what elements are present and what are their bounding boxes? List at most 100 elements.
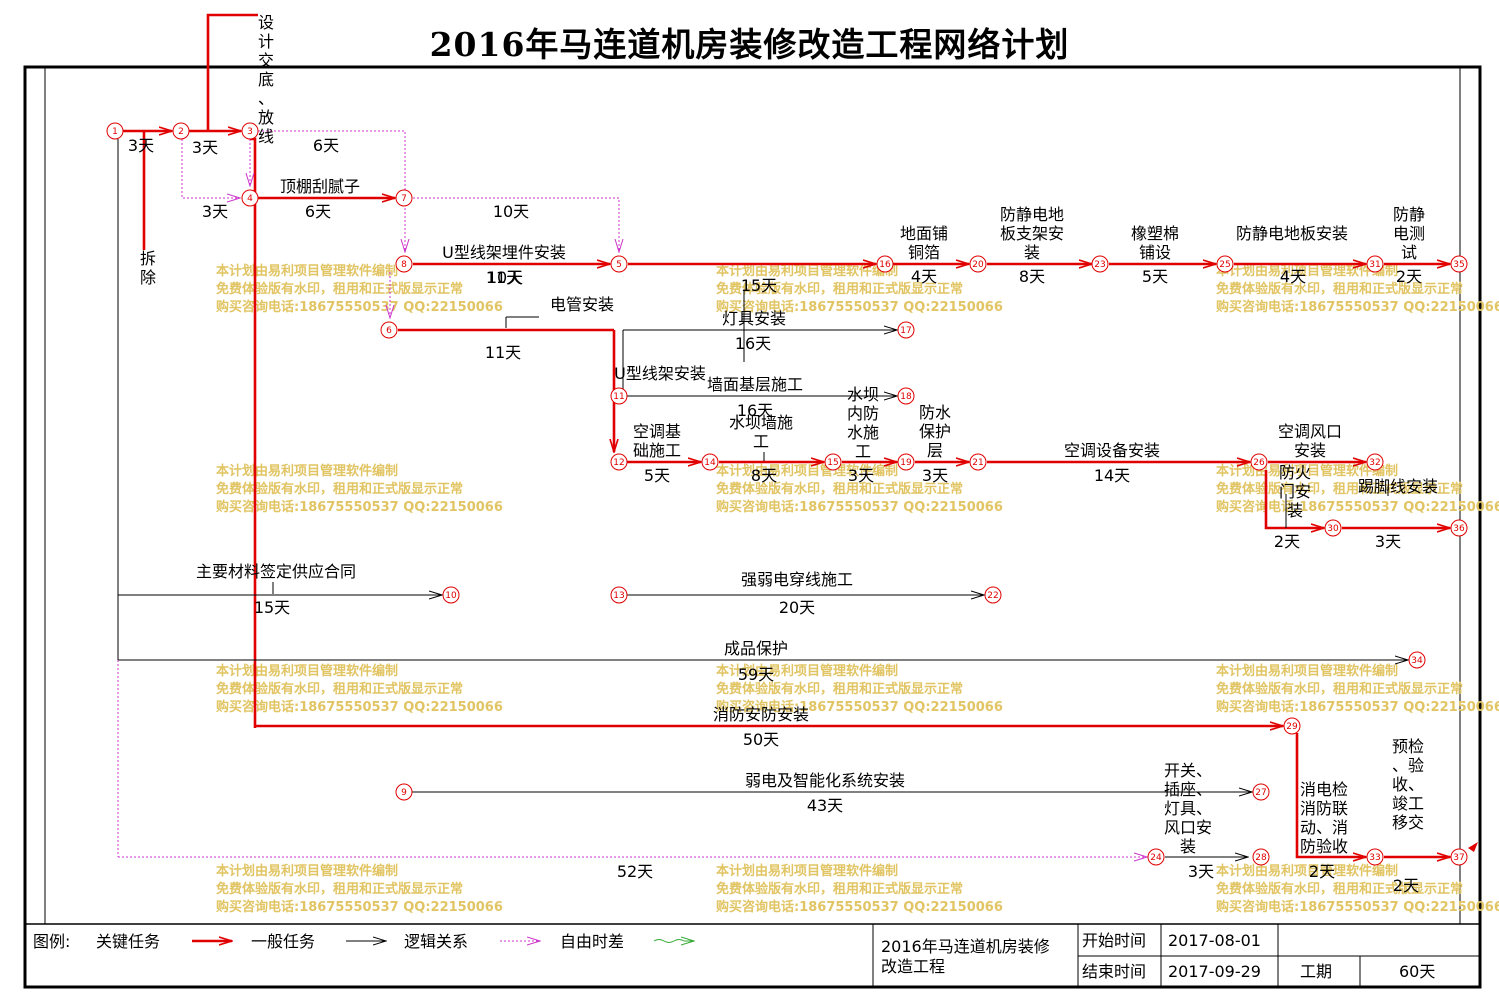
dur-ac-base: 5天 [644, 466, 670, 485]
node-35 [1450, 255, 1468, 273]
watermark-block: 本计划由易利项目管理软件编制免费体验版有水印，租用和正式版显示正常购买咨询电话:… [216, 663, 503, 715]
node-1 [106, 122, 124, 140]
watermark-block: 本计划由易利项目管理软件编制免费体验版有水印，租用和正式版显示正常购买咨询电话:… [716, 863, 1003, 915]
dur-anti-floor: 4天 [1280, 267, 1306, 286]
task-conduit: 电管安装 [550, 295, 614, 314]
node-37 [1450, 848, 1468, 866]
task-u-frame: U型线架安装 [614, 364, 706, 383]
node-label-14: 14 [704, 458, 716, 468]
node-30 [1324, 519, 1342, 537]
task-u-embed: U型线架埋件安装 [442, 243, 566, 262]
dur-wall-base: 16天 [737, 401, 773, 420]
node-label-9: 9 [401, 788, 407, 798]
node-label-11: 11 [613, 392, 624, 402]
page-title: 2016年马连道机房装修改造工程网络计划 [429, 25, 1070, 64]
dur-dam-water: 3天 [848, 466, 874, 485]
legend-normal: 一般任务 [251, 932, 315, 951]
watermark: 本计划由易利项目管理软件编制免费体验版有水印，租用和正式版显示正常购买咨询电话:… [216, 263, 1499, 915]
node-label-29: 29 [1286, 722, 1298, 732]
dur-switches: 3天 [1188, 862, 1214, 881]
dur-anti-bracket: 8天 [1019, 267, 1045, 286]
node-label-23: 23 [1094, 260, 1105, 270]
task-wall-base: 墙面基层施工 [707, 375, 803, 394]
dur-handover: 2天 [1393, 876, 1419, 895]
node-label-34: 34 [1411, 656, 1423, 666]
dur-3-4: 3天 [202, 202, 228, 221]
node-label-5: 5 [616, 260, 622, 270]
node-label-28: 28 [1255, 853, 1267, 863]
end-label: 结束时间 [1082, 962, 1146, 981]
node-23 [1091, 255, 1109, 273]
node-label-24: 24 [1150, 853, 1162, 863]
duration-label: 工期 [1300, 962, 1332, 981]
task-labels: 3天 3天 6天 3天 顶棚刮腻子 6天 10天 U型线架埋件安装 11天 电管… [128, 136, 1422, 895]
node-9 [395, 783, 413, 801]
critical-path [123, 13, 1450, 857]
node-label-12: 12 [613, 458, 624, 468]
task-skirting: 踢脚线安装 [1358, 477, 1438, 496]
node-label-35: 35 [1453, 260, 1464, 270]
task-fire-sec: 消防安防安装 [713, 705, 809, 724]
node-36 [1450, 519, 1468, 537]
node-label-20: 20 [972, 260, 984, 270]
dur-slack-7: 10天 [493, 202, 529, 221]
node-32 [1366, 453, 1384, 471]
free-slack [117, 130, 1147, 857]
dur-floor-foil: 4天 [911, 267, 937, 286]
node-16 [876, 255, 894, 273]
dur-weak-sys: 43天 [807, 796, 843, 815]
node-7 [395, 189, 413, 207]
task-fire-check: 消电检消防联动、消防验收 [1300, 780, 1348, 856]
task-anti-test: 防静电测试 [1393, 205, 1425, 262]
task-handover: 预检、验收、竣工移交 [1392, 737, 1424, 832]
task-u-embed-dur2: 10天 [487, 268, 523, 287]
end-value: 2017-09-29 [1168, 962, 1261, 981]
task-wiring: 强弱电穿线施工 [741, 570, 853, 589]
node-label-31: 31 [1369, 260, 1380, 270]
task-demolish: 拆除 [140, 249, 156, 287]
task-design-label: 设计交底、放线 [258, 13, 274, 146]
project-name-line2: 改造工程 [881, 957, 945, 976]
node-22 [984, 586, 1002, 604]
info-box [872, 924, 1480, 987]
normal-tasks [117, 139, 1408, 857]
task-ceiling: 顶棚刮腻子 [280, 177, 360, 196]
node-label-8: 8 [401, 260, 407, 270]
legend-slack: 自由时差 [560, 932, 624, 951]
node-10 [442, 586, 460, 604]
task-anti-floor: 防静电地板安装 [1236, 224, 1348, 243]
task-dam-wall: 水坝墙施工 [729, 413, 793, 451]
node-8 [395, 255, 413, 273]
node-label-6: 6 [386, 326, 392, 336]
task-switches: 开关、插座、灯具、风口安装 [1164, 761, 1212, 856]
legend-logic: 逻辑关系 [404, 932, 468, 951]
dur-5-16: 15天 [741, 276, 777, 295]
node-15 [824, 453, 842, 471]
watermark-block: 本计划由易利项目管理软件编制免费体验版有水印，租用和正式版显示正常购买咨询电话:… [716, 463, 1003, 515]
node-label-36: 36 [1453, 524, 1465, 534]
node-25 [1216, 255, 1234, 273]
node-26 [1250, 453, 1268, 471]
dur-wiring: 20天 [779, 598, 815, 617]
dur-ac-equip: 14天 [1094, 466, 1130, 485]
node-14 [701, 453, 719, 471]
watermark-block: 本计划由易利项目管理软件编制免费体验版有水印，租用和正式版显示正常购买咨询电话:… [1216, 863, 1499, 915]
start-label: 开始时间 [1082, 931, 1146, 950]
dur-1-2: 3天 [128, 136, 154, 155]
node-33 [1366, 848, 1384, 866]
watermark-block: 本计划由易利项目管理软件编制免费体验版有水印，租用和正式版显示正常购买咨询电话:… [716, 263, 1003, 315]
node-label-22: 22 [987, 591, 998, 601]
dur-dam-wall: 8天 [751, 466, 777, 485]
node-label-33: 33 [1369, 853, 1380, 863]
task-ac-vent: 空调风口安装 [1278, 422, 1342, 460]
watermark-block: 本计划由易利项目管理软件编制免费体验版有水印，租用和正式版显示正常购买咨询电话:… [216, 463, 503, 515]
node-label-18: 18 [900, 392, 912, 402]
node-label-26: 26 [1253, 458, 1265, 468]
dur-water-protect: 3天 [922, 466, 948, 485]
node-28 [1252, 848, 1270, 866]
node-19 [897, 453, 915, 471]
node-label-4: 4 [247, 194, 253, 204]
task-dam-water: 水坝内防水施工 [847, 385, 879, 461]
dur-protect: 59天 [738, 665, 774, 684]
